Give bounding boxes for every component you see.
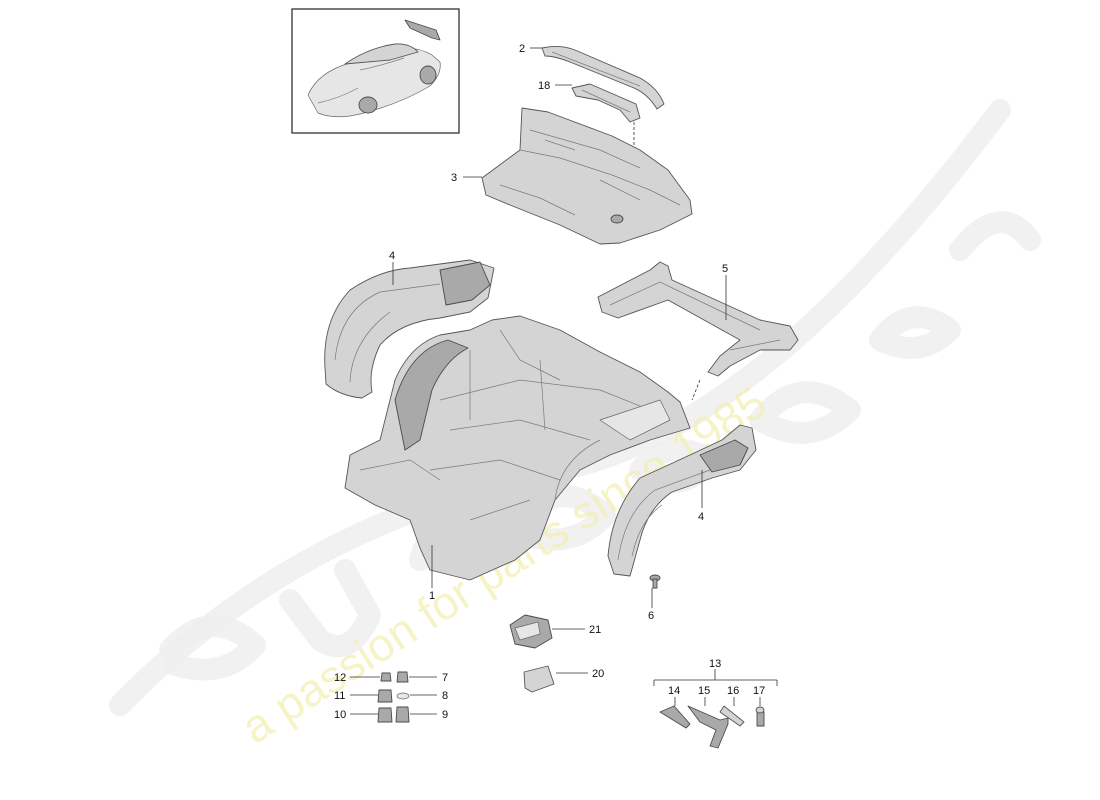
part-4-wheel-arch-left [324, 259, 495, 399]
callout-13: 13 [709, 658, 721, 670]
callout-4-right: 4 [698, 511, 704, 523]
part-2-cross-member [541, 45, 665, 110]
part-18-bracket [571, 83, 641, 123]
callout-labels: 2 18 3 4 5 1 4 6 21 20 12 11 10 7 8 9 13… [334, 43, 765, 721]
part-4-wheel-arch-right [607, 424, 757, 577]
callout-2: 2 [519, 43, 525, 55]
callout-16: 16 [727, 685, 739, 697]
callout-17: 17 [753, 685, 765, 697]
part-1-rear-body [344, 315, 691, 581]
part-5-axle-carrier [597, 261, 799, 377]
callout-6: 6 [648, 610, 654, 622]
callout-7: 7 [442, 672, 448, 684]
tools-group [659, 705, 765, 749]
callout-15: 15 [698, 685, 710, 697]
callout-12: 12 [334, 672, 346, 684]
callout-20: 20 [592, 668, 604, 680]
callout-1: 1 [429, 590, 435, 602]
car-silhouette [307, 19, 441, 118]
callout-10: 10 [334, 709, 346, 721]
part-3-rear-panel [481, 107, 693, 245]
callout-18: 18 [538, 80, 550, 92]
callout-9: 9 [442, 709, 448, 721]
callout-4-left: 4 [389, 250, 395, 262]
part-6-screw [649, 574, 661, 589]
callout-21: 21 [589, 624, 601, 636]
callout-8: 8 [442, 690, 448, 702]
callout-5: 5 [722, 263, 728, 275]
callout-14: 14 [668, 685, 680, 697]
part-21-bracket [509, 614, 553, 649]
callout-11: 11 [334, 690, 345, 702]
callout-3: 3 [451, 172, 457, 184]
small-parts-plugs [377, 671, 410, 723]
car-thumbnail [291, 8, 460, 134]
part-20-pad [523, 665, 555, 693]
leader-lines [350, 47, 778, 715]
